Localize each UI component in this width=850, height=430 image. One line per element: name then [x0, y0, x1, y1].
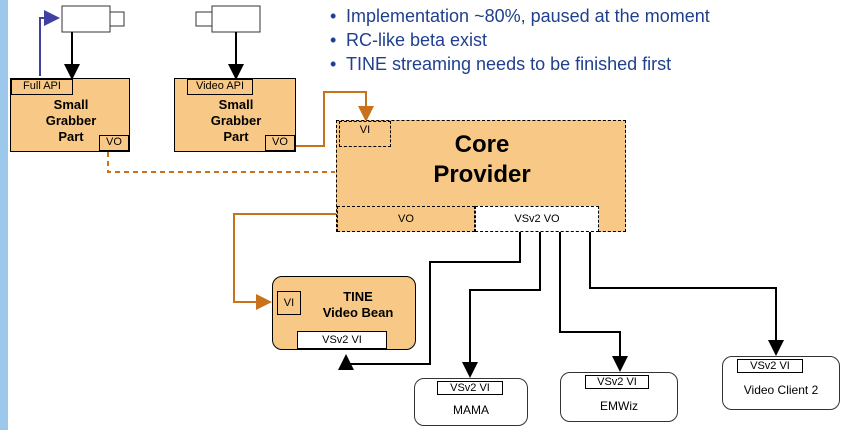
video-grabber-vo-tag: VO — [265, 135, 295, 151]
connector-line — [589, 232, 784, 356]
tine-vsv2-vi-tag: VSv2 VI — [297, 331, 387, 349]
bullet-text: RC-like beta exist — [346, 30, 488, 50]
core-vo-tag: VO — [337, 206, 475, 232]
video-grabber-title: Small Grabber Part — [210, 97, 262, 144]
left-accent-bar — [0, 0, 8, 430]
bullet-list: •Implementation ~80%, paused at the mome… — [330, 4, 710, 76]
full-grabber-title: Small Grabber Part — [45, 97, 97, 144]
bullet-text: Implementation ~80%, paused at the momen… — [346, 6, 710, 26]
connector-line — [559, 232, 628, 372]
tine-title-1: TINE — [343, 289, 373, 304]
full-grabber-vo-tag: VO — [99, 135, 129, 151]
tine-video-bean-box: VI TINE Video Bean VSv2 VI — [272, 276, 416, 350]
full-api-grabber-box: Full API Small Grabber Part VO — [10, 78, 130, 152]
bullet-item: •RC-like beta exist — [330, 30, 488, 50]
control-line — [39, 10, 60, 76]
client-tag: VSv2 VI — [737, 359, 803, 373]
client-emwiz: VSv2 VI EMWiz — [560, 372, 678, 422]
connector-line — [338, 232, 521, 370]
client-tag: VSv2 VI — [437, 381, 503, 395]
core-vsv2-vo-tag: VSv2 VO — [475, 206, 599, 232]
client-name: EMWiz — [600, 399, 638, 413]
bullet-item: •Implementation ~80%, paused at the mome… — [330, 6, 710, 26]
connector-line — [296, 91, 374, 147]
core-title-1: Core — [454, 131, 510, 158]
camera-icon — [61, 5, 125, 33]
tine-vi-tag: VI — [277, 291, 301, 315]
bullet-text: TINE streaming needs to be finished firs… — [346, 54, 672, 74]
client-mama: VSv2 VI MAMA — [414, 378, 528, 426]
client-name: Video Client 2 — [743, 383, 819, 397]
bullet-item: •TINE streaming needs to be finished fir… — [330, 54, 672, 74]
core-vi-tag: VI — [339, 121, 391, 147]
client-tag: VSv2 VI — [585, 375, 649, 389]
client-name: MAMA — [453, 403, 489, 417]
client-video-client-2: VSv2 VI Video Client 2 — [722, 356, 840, 410]
connector-line — [233, 213, 366, 310]
video-api-grabber-box: Video API Small Grabber Part VO — [174, 78, 296, 152]
connector-line — [462, 232, 541, 378]
camera-icon — [195, 5, 261, 33]
dashed-connector — [107, 152, 335, 173]
tine-title-2: Video Bean — [322, 305, 394, 320]
core-title-2: Provider — [433, 161, 531, 188]
core-provider-box: VI Core Provider VO VSv2 VO — [336, 120, 626, 232]
full-api-tag: Full API — [11, 79, 73, 95]
video-api-tag: Video API — [187, 79, 253, 95]
